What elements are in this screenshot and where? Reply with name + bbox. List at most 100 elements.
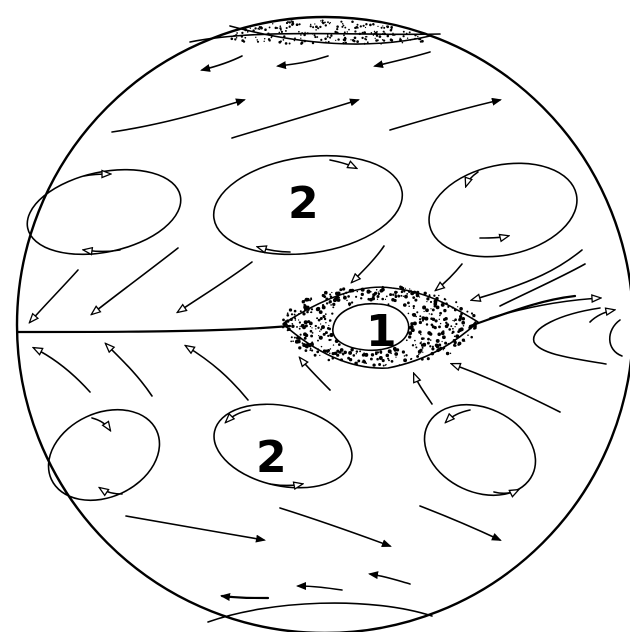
stipple-dot [280,29,282,31]
stipple-dot [304,321,305,322]
stipple-dot [302,300,305,303]
stipple-dot [320,39,322,41]
stipple-dot [326,302,328,304]
stipple-dot [330,348,332,350]
stipple-dot [341,352,343,354]
stipple-dot [460,327,464,331]
stipple-dot [343,25,345,27]
stipple-dot [306,311,309,314]
stipple-dot [408,306,410,308]
stipple-dot [318,335,319,336]
stipple-dot [300,310,302,312]
stipple-dot [340,358,343,361]
stipple-dot [376,358,379,361]
stipple-dot [454,320,455,321]
stipple-dot [331,312,333,314]
stipple-dot [430,308,431,309]
stipple-dot [461,321,465,325]
stipple-dot [420,334,421,335]
stipple-dot [429,332,432,335]
stipple-dot [345,42,347,44]
stipple-dot [408,331,412,335]
stipple-dot [425,308,429,312]
stipple-dot [309,343,311,345]
stipple-dot [321,21,323,23]
stipple-dot [457,306,458,307]
stipple-dot [283,35,285,37]
stipple-dot [374,31,375,32]
stipple-dot [381,288,385,292]
stipple-dot [407,302,410,305]
stipple-dot [419,318,421,320]
stipple-dot [328,302,330,304]
stipple-dot [439,312,442,315]
stipple-dot [257,41,259,43]
stipple-dot [379,35,382,38]
stipple-dot [410,358,412,360]
south-westerlies [126,506,500,546]
stipple-dot [286,314,289,317]
stipple-dot [283,322,287,326]
stipple-dot [297,340,301,344]
stipple-dot [444,342,447,345]
stipple-dot [250,28,251,29]
stipple-dot [381,27,383,29]
stipple-dot [406,33,408,35]
stipple-dot [305,324,308,327]
stipple-dot [404,295,408,299]
stipple-dot [365,23,367,25]
stipple-dot [317,27,319,29]
stipple-dot [320,20,321,21]
stipple-dot [304,34,306,36]
stipple-dot [319,26,321,28]
stipple-dot [424,305,425,306]
stipple-dot [434,326,437,329]
stipple-dot [391,360,394,363]
stipple-dot [418,353,420,355]
stipple-dot [349,304,351,306]
stipple-dot [359,350,361,352]
stipple-dot [305,349,308,352]
stipple-dot [233,35,235,37]
stipple-dot [410,322,413,325]
stipple-dot [286,27,288,29]
stipple-dot [294,37,296,39]
stipple-dot [360,297,362,299]
stipple-dot [332,306,334,308]
stipple-dot [439,326,440,327]
stipple-dot [347,295,350,298]
stipple-dot [336,354,339,357]
stipple-dot [312,332,314,334]
stipple-dot [388,359,390,361]
stipple-dot [361,293,364,296]
stipple-dot [390,29,393,32]
stipple-dot [418,38,420,40]
stipple-dot [412,313,415,316]
stipple-dot [413,305,415,307]
stipple-dot [236,37,238,39]
stipple-dot [363,352,365,354]
stipple-dot [441,303,445,307]
stipple-dot [454,326,455,327]
stipple-dot [308,321,310,323]
stipple-dot [280,40,282,42]
stipple-dot [290,341,292,343]
stipple-dot [462,339,465,342]
stipple-dot [299,328,301,330]
stipple-dot [403,358,407,362]
stipple-dot [356,362,358,364]
stipple-dot [427,357,430,360]
stipple-dot [376,289,378,291]
stipple-dot [367,290,371,294]
stipple-dot [387,35,390,38]
stipple-dot [241,35,243,37]
stipple-dot [473,326,476,329]
stipple-dot [374,292,377,295]
stipple-dot [331,292,332,293]
stipple-dot [291,325,294,328]
stipple-dot [307,32,309,34]
stipple-dot [463,325,465,327]
stipple-dot [386,364,387,365]
stipple-dot [336,32,339,35]
stipple-dot [231,38,234,41]
